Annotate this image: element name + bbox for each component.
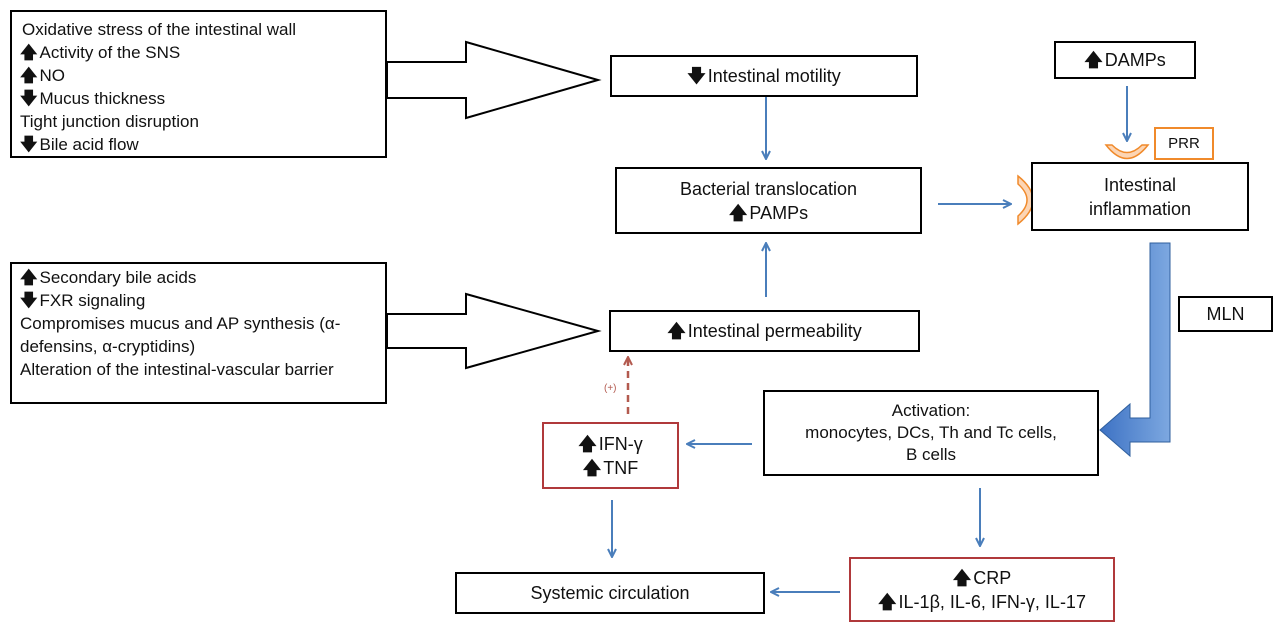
up-arrow-icon: 🡅 <box>20 268 38 287</box>
up-arrow-icon: 🡅 <box>578 433 597 454</box>
big-arrow-top <box>386 40 602 120</box>
up-arrow-icon: 🡅 <box>582 457 602 478</box>
motility-label: Intestinal motility <box>707 66 841 86</box>
factor-line: Compromises mucus and AP synthesis (α- <box>20 314 341 333</box>
receptor-left <box>1017 174 1034 226</box>
cytokines-bottom-box: 🡅CRP 🡅IL-1β, IL-6, IFN-γ, IL-17 <box>849 557 1115 622</box>
prr-label: PRR <box>1168 134 1200 152</box>
systemic-circulation-box: Systemic circulation <box>455 572 765 614</box>
prr-box: PRR <box>1154 127 1214 160</box>
down-arrow-icon: 🡇 <box>20 135 38 154</box>
interleukins-label: IL-1β, IL-6, IFN-γ, IL-17 <box>898 591 1086 612</box>
mln-label: MLN <box>1206 304 1245 324</box>
intestinal-inflammation-box: Intestinal inflammation <box>1031 162 1249 231</box>
big-arrow-bottom <box>386 292 602 370</box>
up-arrow-icon: 🡅 <box>952 567 972 588</box>
activation-line2: monocytes, DCs, Th and Tc cells, <box>805 423 1057 442</box>
activation-title: Activation: <box>891 401 971 420</box>
positive-feedback-label: (+) <box>604 383 617 394</box>
factor-line: 🡅Activity of the SNS <box>20 43 181 62</box>
factor-line: 🡇Bile acid flow <box>20 135 139 154</box>
systemic-label: Systemic circulation <box>530 583 690 603</box>
tnf-label: TNF <box>603 457 639 478</box>
up-arrow-icon: 🡅 <box>1084 50 1103 70</box>
factor-line: Alteration of the intestinal-vascular ba… <box>20 360 334 379</box>
inflammation-line1: Intestinal <box>1103 174 1177 195</box>
factor-line: 🡅Secondary bile acids <box>20 268 197 287</box>
ifn-gamma-label: IFN-γ <box>598 433 643 454</box>
pamps-label: PAMPs <box>749 202 809 223</box>
factor-line: 🡇Mucus thickness <box>20 89 166 108</box>
factor-line: 🡅NO <box>20 66 65 85</box>
down-arrow-icon: 🡇 <box>20 291 38 310</box>
translocation-label: Bacterial translocation <box>679 178 858 199</box>
factor-line: 🡇FXR signaling <box>20 291 146 310</box>
up-arrow-icon: 🡅 <box>20 43 38 62</box>
up-arrow-icon: 🡅 <box>667 321 686 341</box>
bacterial-translocation-box: Bacterial translocation 🡅PAMPs <box>615 167 922 234</box>
down-arrow-icon: 🡇 <box>20 89 38 108</box>
mln-bent-arrow <box>1099 242 1171 458</box>
factor-line: Tight junction disruption <box>20 112 199 131</box>
damps-label: DAMPs <box>1104 50 1166 70</box>
activation-line3: B cells <box>905 445 957 464</box>
crp-label: CRP <box>973 567 1012 588</box>
inflammation-line2: inflammation <box>1088 198 1192 219</box>
factor-line: defensins, α-cryptidins) <box>20 337 196 356</box>
cytokines-left-box: 🡅IFN-γ 🡅TNF <box>542 422 679 489</box>
down-arrow-icon: 🡇 <box>687 66 706 86</box>
damps-box: 🡅DAMPs <box>1054 41 1196 79</box>
factors-bottom-box <box>10 262 387 404</box>
intestinal-permeability-box: 🡅Intestinal permeability <box>609 310 920 352</box>
up-arrow-icon: 🡅 <box>878 591 897 612</box>
factors-top-box <box>10 10 387 158</box>
factors-top-list: Oxidative stress of the intestinal wall … <box>20 18 296 156</box>
factors-bottom-list: 🡅Secondary bile acids 🡇FXR signaling Com… <box>20 266 340 381</box>
factor-line: Oxidative stress of the intestinal wall <box>22 20 297 39</box>
intestinal-motility-box: 🡇Intestinal motility <box>610 55 918 97</box>
receptor-top <box>1104 144 1150 160</box>
up-arrow-icon: 🡅 <box>728 202 748 223</box>
up-arrow-icon: 🡅 <box>20 66 38 85</box>
activation-box: Activation: monocytes, DCs, Th and Tc ce… <box>763 390 1099 476</box>
permeability-label: Intestinal permeability <box>687 321 862 341</box>
mln-box: MLN <box>1178 296 1273 332</box>
